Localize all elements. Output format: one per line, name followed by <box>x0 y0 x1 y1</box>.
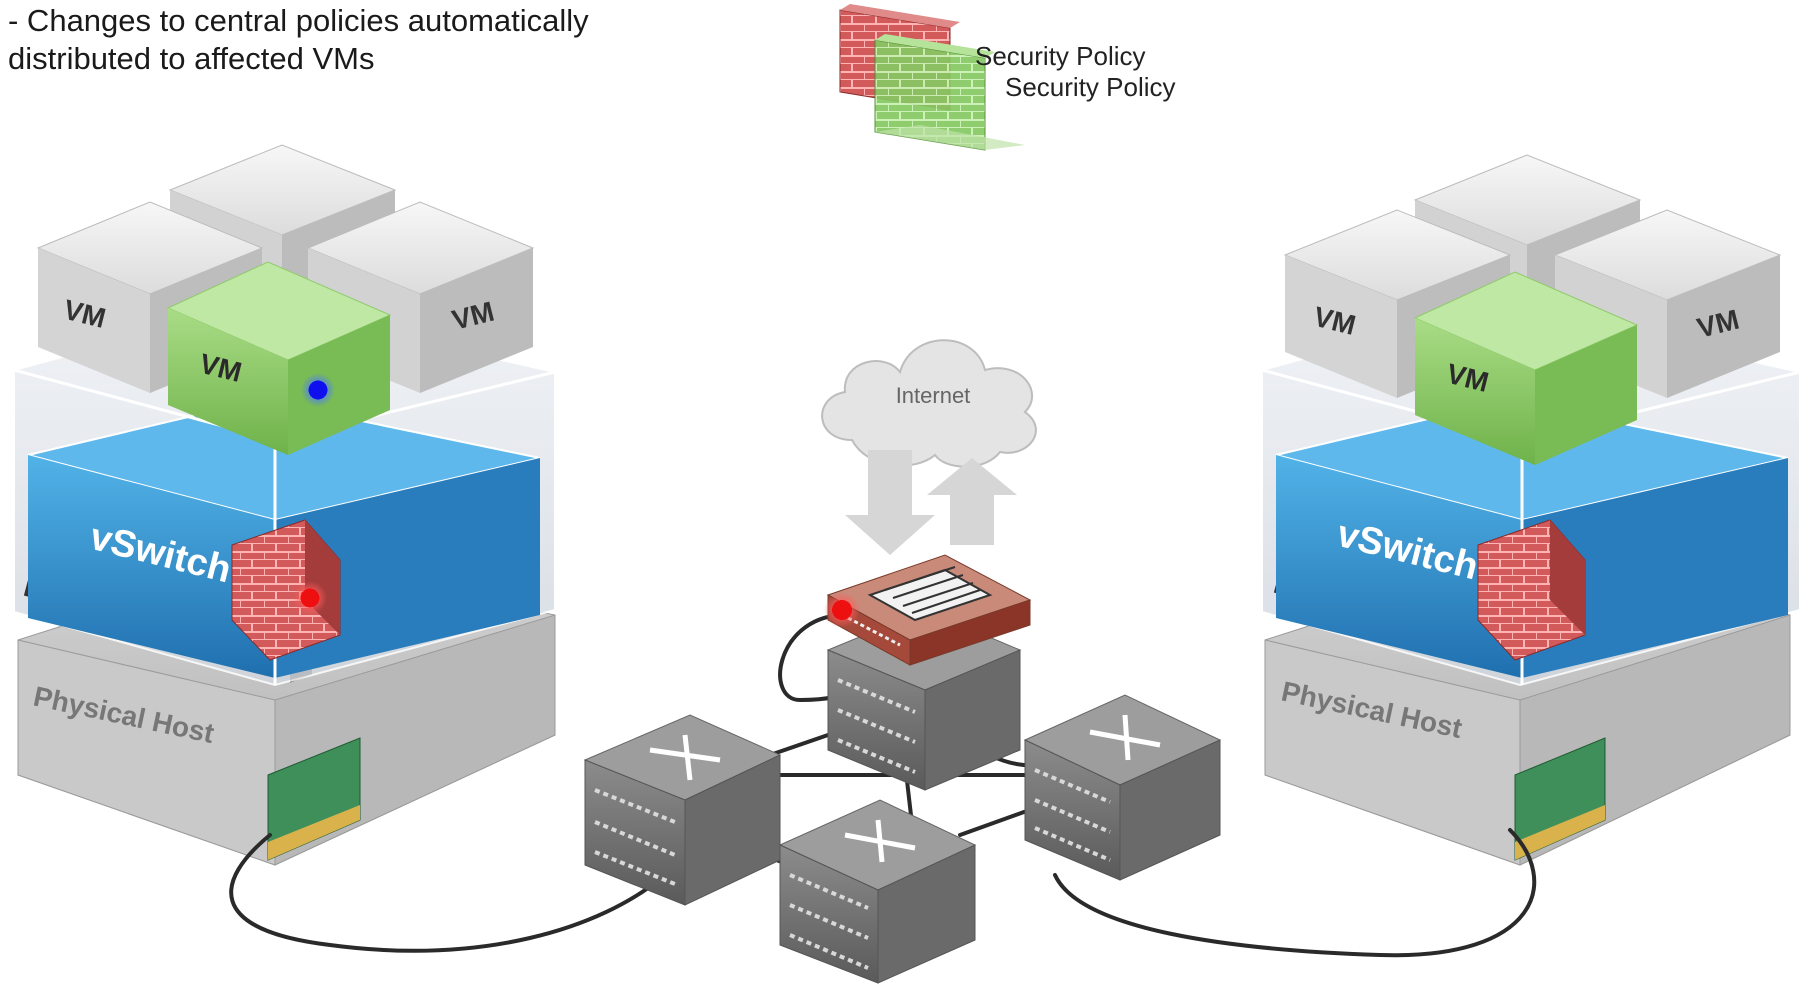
switch-stack-right <box>1023 694 1222 881</box>
caption: - Changes to central policies automatica… <box>8 2 748 78</box>
right-vm-cube-green: VM <box>1413 271 1639 465</box>
left-firewall-marker <box>293 581 327 615</box>
internet-cloud: Internet <box>821 339 1037 468</box>
perimeter-firewall-marker <box>824 592 860 628</box>
caption-line-1: - Changes to central policies automatica… <box>8 3 589 38</box>
traffic-down-arrow-icon <box>845 450 935 555</box>
security-policy-legend: Security Policy Security Policy <box>839 4 1176 151</box>
caption-line-2: distributed to affected VMs <box>8 41 375 76</box>
switch-stack-center-bottom <box>778 799 977 984</box>
left-vswitch-firewall-icon <box>231 519 341 661</box>
perimeter-firewall-appliance <box>824 554 1032 666</box>
internet-label: Internet <box>896 383 971 408</box>
traffic-up-arrow-icon <box>927 458 1017 545</box>
switch-stack-left <box>583 714 782 906</box>
security-policy-label-2: Security Policy <box>1005 72 1176 102</box>
security-policy-green-icon <box>874 34 1025 151</box>
security-policy-label-1: Security Policy <box>975 41 1146 71</box>
right-vswitch-firewall-icon <box>1477 519 1586 661</box>
right-nic-card-icon <box>1514 737 1606 861</box>
left-vswitch: vSwitch <box>13 368 556 685</box>
left-vm-marker <box>301 373 335 407</box>
left-vm-cube-green: VM <box>166 261 392 455</box>
left-host: Physical Host Hypervisor vSwitch <box>13 144 556 866</box>
firewall-brick-icon <box>867 566 993 622</box>
right-host: Physical Host Hypervisor vSwitch <box>1261 154 1801 866</box>
